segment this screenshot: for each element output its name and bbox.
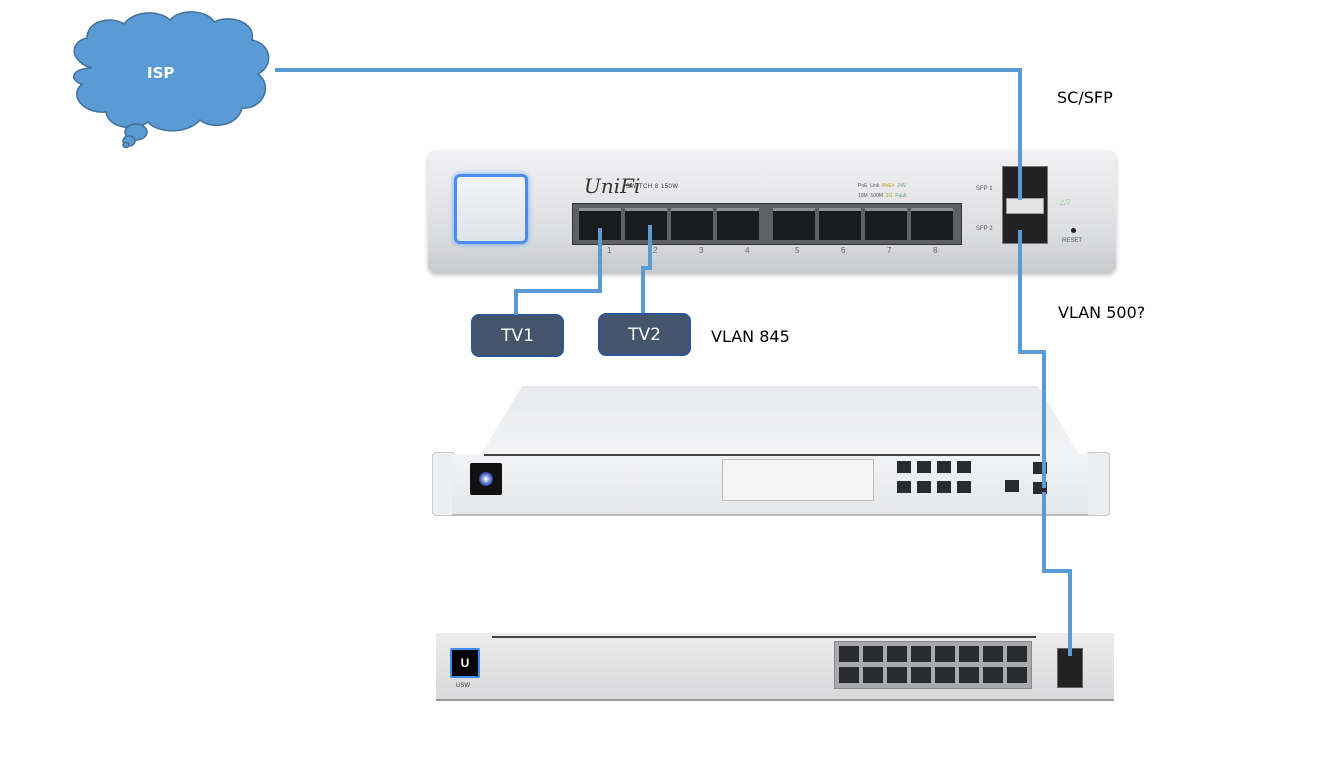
drive-bay[interactable] (722, 459, 874, 501)
port-number: 3 (699, 246, 704, 255)
switch-8-led-panel (454, 174, 528, 244)
unifi-logo: UniFi (584, 174, 641, 198)
isp-cloud: ISP (62, 8, 278, 150)
cloud-shape (73, 11, 270, 149)
sfp-label: SC/SFP (1057, 88, 1113, 107)
port-number: 1 (607, 246, 612, 255)
rj45-port-3[interactable] (671, 208, 713, 240)
status-leds: △▽ (1060, 199, 1071, 206)
vlan-500-label: VLAN 500? (1058, 303, 1146, 322)
tv2-box: TV2 (598, 313, 691, 356)
rj45-port-4[interactable] (717, 208, 759, 240)
rj45-port-7[interactable] (865, 208, 907, 240)
rj45-port-8[interactable] (911, 208, 953, 240)
rj45-port-2[interactable] (625, 208, 667, 240)
sfp-clip (1006, 198, 1044, 214)
switch-8-port-block (572, 203, 962, 245)
reset-button[interactable] (1071, 228, 1076, 233)
isp-to-sfp1-line (275, 68, 1022, 200)
pro-switch-port-block (834, 641, 1032, 689)
sfp1-label: SFP 1 (976, 186, 993, 192)
port-number: 5 (795, 246, 800, 255)
pro-switch-display: U (450, 648, 480, 678)
rj45-port-6[interactable] (819, 208, 861, 240)
tv1-label: TV1 (501, 325, 534, 346)
wan-port[interactable] (1005, 480, 1019, 492)
port-number: 2 (653, 246, 658, 255)
isp-label: ISP (147, 64, 175, 82)
tv1-box: TV1 (471, 314, 564, 357)
switch-8-legend: PoE Link PoE+ 24V 10M 100M 1G Fault (858, 183, 907, 199)
rj45-port-5[interactable] (773, 208, 815, 240)
usw-label: USW (456, 683, 470, 689)
switch-8-model: SWITCH 8 150W (626, 184, 679, 190)
sfp2-label: SFP 2 (976, 226, 993, 232)
reset-label: RESET (1062, 238, 1083, 244)
port2-to-tv2-line (641, 225, 652, 313)
router-to-switch16-line (1042, 492, 1072, 656)
vlan-845-label: VLAN 845 (711, 327, 790, 346)
dream-machine-ports (893, 459, 983, 499)
vent-slot (484, 454, 1040, 456)
port-number: 7 (887, 246, 892, 255)
port-number: 8 (933, 246, 938, 255)
dream-machine-top (480, 386, 1080, 456)
port1-to-tv1-line (514, 228, 602, 315)
vent-slot (492, 636, 1036, 638)
port-number: 4 (745, 246, 750, 255)
sfp2-to-router-line (1018, 230, 1046, 488)
dream-machine-display (470, 463, 502, 495)
port-number: 6 (841, 246, 846, 255)
tv2-label: TV2 (628, 324, 661, 345)
